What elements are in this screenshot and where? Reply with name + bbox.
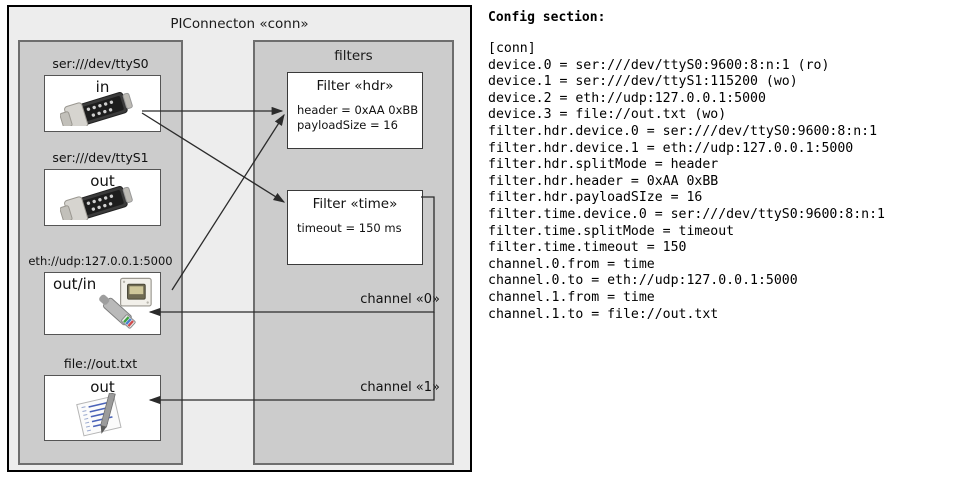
serial-port-icon bbox=[45, 89, 160, 129]
config-line: filter.time.splitMode = timeout bbox=[488, 223, 735, 239]
config-section: Config section: [conn]device.0 = ser:///… bbox=[482, 0, 964, 484]
filter-box-hdr[interactable]: Filter «hdr» header = 0xAA 0xBB payloadS… bbox=[287, 72, 423, 149]
device-direction-ttyS0: in bbox=[95, 78, 110, 96]
config-line: [conn] bbox=[488, 41, 536, 56]
filter-props-time: timeout = 150 ms bbox=[297, 221, 402, 236]
device-label-ttyS0: ser:///dev/ttyS0 bbox=[52, 56, 149, 71]
config-line: filter.hdr.payloadSIze = 16 bbox=[488, 190, 703, 206]
config-line: channel.0.to = eth://udp:127.0.0.1:5000 bbox=[488, 273, 798, 289]
filters-panel: filters Filter «hdr» header = 0xAA 0xBB … bbox=[253, 40, 454, 465]
config-line: filter.time.device.0 = ser:///dev/ttyS0:… bbox=[488, 206, 885, 222]
config-line: filter.hdr.device.0 = ser:///dev/ttyS0:9… bbox=[488, 123, 878, 139]
device-box-ttyS0[interactable]: in bbox=[44, 75, 161, 132]
device-label-eth: eth://udp:127.0.0.1:5000 bbox=[28, 254, 173, 268]
filter-props-hdr: header = 0xAA 0xBB payloadSize = 16 bbox=[297, 103, 418, 133]
device-direction-eth: out/in bbox=[53, 275, 97, 293]
config-line: device.3 = file://out.txt (wo) bbox=[488, 107, 727, 123]
config-line: filter.time.timeout = 150 bbox=[488, 240, 687, 256]
filters-panel-title: filters bbox=[334, 48, 373, 64]
device-label-ttyS1: ser:///dev/ttyS1 bbox=[52, 150, 149, 165]
channel-label-0: channel «0» bbox=[360, 292, 440, 307]
architecture-diagram: PIConnecton «conn» ser:///dev/ttyS0 in bbox=[7, 5, 472, 472]
serial-port-icon bbox=[45, 183, 160, 223]
channel-label-1: channel «1» bbox=[360, 380, 440, 395]
device-label-file: file://out.txt bbox=[63, 356, 138, 371]
filter-prop: header = 0xAA 0xBB bbox=[297, 103, 419, 117]
ethernet-jack-icon bbox=[45, 276, 160, 332]
config-line: device.1 = ser:///dev/ttyS1:115200 (wo) bbox=[488, 74, 798, 90]
device-box-eth[interactable]: out/in bbox=[44, 272, 161, 335]
filter-title-hdr: Filter «hdr» bbox=[316, 78, 394, 94]
filter-title-time: Filter «time» bbox=[312, 196, 398, 212]
config-line: filter.hdr.splitMode = header bbox=[488, 157, 719, 173]
config-line: channel.0.from = time bbox=[488, 256, 655, 272]
device-box-file[interactable]: out bbox=[44, 375, 161, 441]
device-direction-ttyS1: out bbox=[90, 172, 115, 190]
config-heading: Config section: bbox=[488, 10, 606, 25]
config-line: channel.1.from = time bbox=[488, 289, 655, 305]
filter-box-time[interactable]: Filter «time» timeout = 150 ms bbox=[287, 190, 423, 265]
config-line: device.2 = eth://udp:127.0.0.1:5000 bbox=[488, 90, 766, 106]
text-file-icon bbox=[45, 393, 160, 438]
config-line: device.0 = ser:///dev/ttyS0:9600:8:n:1 (… bbox=[488, 57, 830, 73]
diagram-title: PIConnecton «conn» bbox=[170, 16, 309, 32]
config-lines-list: [conn]device.0 = ser:///dev/ttyS0:9600:8… bbox=[488, 41, 964, 323]
filter-prop: payloadSize = 16 bbox=[297, 118, 398, 132]
config-line: filter.hdr.header = 0xAA 0xBB bbox=[488, 173, 719, 189]
filter-prop: timeout = 150 ms bbox=[297, 221, 402, 235]
devices-panel: ser:///dev/ttyS0 in bbox=[18, 40, 183, 465]
device-direction-file: out bbox=[90, 378, 115, 396]
config-line: filter.hdr.device.1 = eth://udp:127.0.0.… bbox=[488, 140, 854, 156]
config-line: channel.1.to = file://out.txt bbox=[488, 306, 719, 322]
device-box-ttyS1[interactable]: out bbox=[44, 169, 161, 226]
